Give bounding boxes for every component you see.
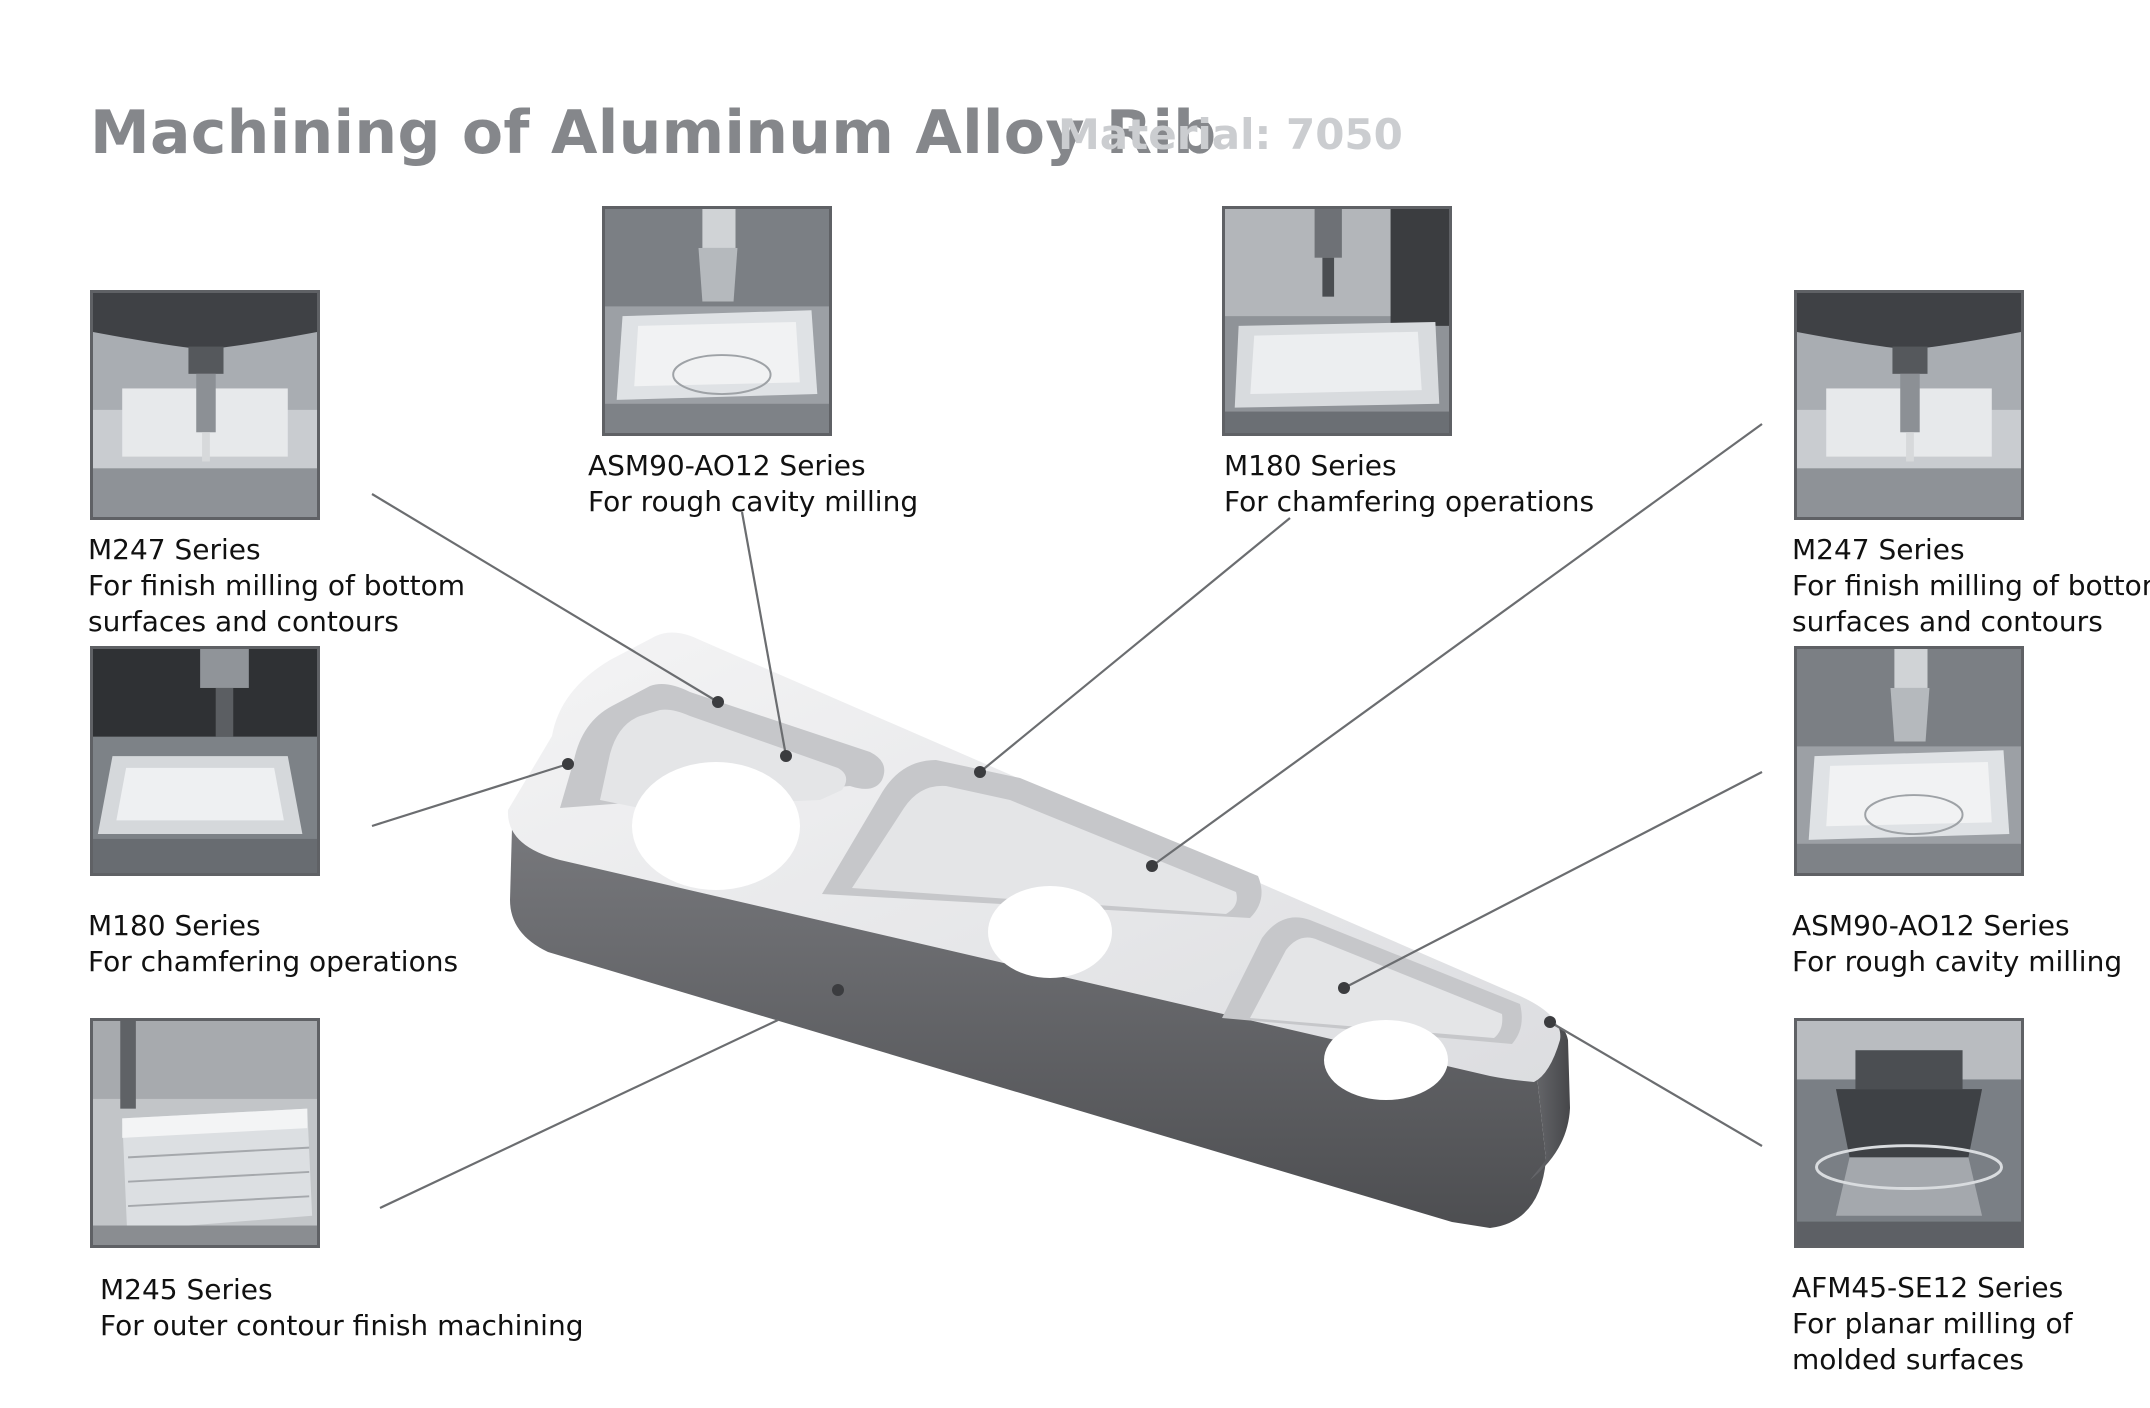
caption-right-3-series: AFM45-SE12 Series	[1792, 1271, 2064, 1304]
caption-right-1-series: M247 Series	[1792, 533, 1965, 566]
rib-side-face	[510, 828, 1546, 1228]
caption-left-1-series: M247 Series	[88, 533, 261, 566]
caption-right-2-desc-line-1: For rough cavity milling	[1792, 945, 2123, 978]
caption-right-1-desc-line-2: surfaces and contours	[1792, 605, 2103, 638]
caption-left-3-series: M245 Series	[100, 1273, 273, 1306]
caption-top-2: M180 Series For chamfering operations	[1224, 448, 1594, 520]
caption-right-3-desc-line-2: molded surfaces	[1792, 1343, 2024, 1376]
photo-right-1-spindle-finish-milling	[1794, 290, 2024, 520]
photo-right-3-face-mill-surface	[1794, 1018, 2024, 1248]
caption-right-2: ASM90-AO12 Series For rough cavity milli…	[1792, 908, 2122, 980]
photo-left-3-contour-endmill-block	[90, 1018, 320, 1248]
caption-left-3: M245 Series For outer contour finish mac…	[100, 1272, 583, 1344]
photo-left-1-spindle-finish-milling	[90, 290, 320, 520]
caption-left-2: M180 Series For chamfering operations	[88, 908, 458, 980]
page-title: Machining of Aluminum Alloy Rib	[90, 98, 1217, 168]
photo-left-2-chamfer-tool-cavity	[90, 646, 320, 876]
caption-left-2-desc-line-1: For chamfering operations	[88, 945, 459, 978]
caption-right-2-series: ASM90-AO12 Series	[1792, 909, 2070, 942]
caption-left-1: M247 Series For finish milling of bottom…	[88, 532, 465, 640]
caption-left-2-series: M180 Series	[88, 909, 261, 942]
photo-top-2-chamfer-tool-pocket	[1222, 206, 1452, 436]
caption-top-2-desc-line-1: For chamfering operations	[1224, 485, 1595, 518]
rib-pocket-2-floor	[852, 785, 1237, 914]
caption-left-1-desc-line-2: surfaces and contours	[88, 605, 399, 638]
caption-right-3: AFM45-SE12 Series For planar milling of …	[1792, 1270, 2072, 1378]
rib-hole-2	[988, 886, 1112, 978]
caption-right-3-desc-line-1: For planar milling of	[1792, 1307, 2073, 1340]
caption-top-1-series: ASM90-AO12 Series	[588, 449, 866, 482]
rib-hole-1	[632, 762, 800, 890]
caption-right-1-desc-line-1: For finish milling of bottom	[1792, 569, 2150, 602]
photo-right-2-indexable-cutter-cavity	[1794, 646, 2024, 876]
material-label: Material: 7050	[1058, 110, 1403, 159]
caption-left-1-desc-line-1: For finish milling of bottom	[88, 569, 466, 602]
photo-top-1-indexable-cutter-cavity	[602, 206, 832, 436]
caption-top-2-series: M180 Series	[1224, 449, 1397, 482]
caption-top-1-desc-line-1: For rough cavity milling	[588, 485, 919, 518]
caption-top-1: ASM90-AO12 Series For rough cavity milli…	[588, 448, 918, 520]
rib-hole-3	[1324, 1020, 1448, 1100]
caption-right-1: M247 Series For finish milling of bottom…	[1792, 532, 2150, 640]
caption-left-3-desc-line-1: For outer contour finish machining	[100, 1309, 584, 1342]
